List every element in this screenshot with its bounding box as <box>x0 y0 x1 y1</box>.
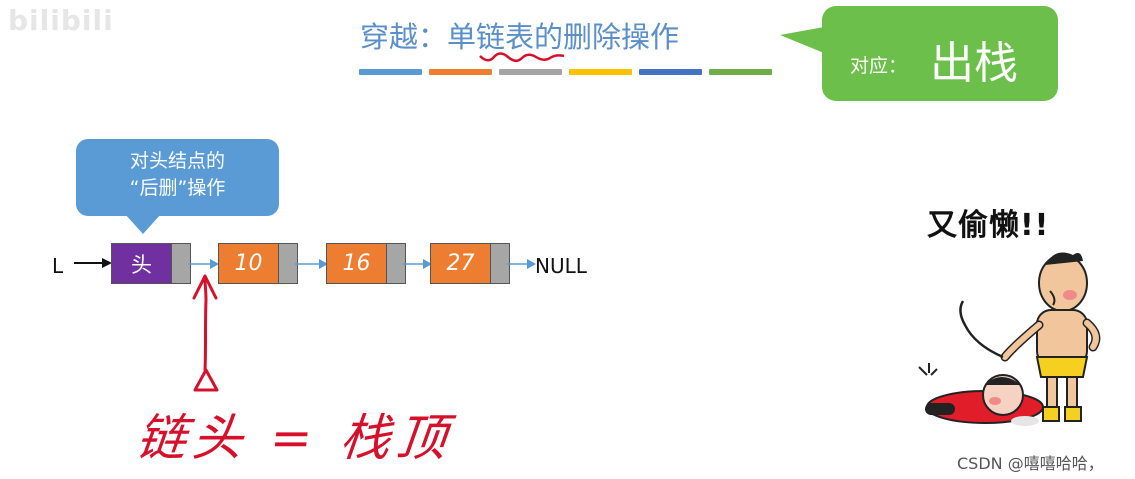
node-value: 10 <box>219 244 278 283</box>
callout-right-value: 出栈 <box>930 38 1018 89</box>
handwritten-annotation: 链头 = 栈顶 <box>133 409 456 467</box>
head-node-label: 头 <box>112 244 171 283</box>
color-bar <box>499 69 562 75</box>
color-bar <box>709 69 772 75</box>
link-arrow-icon <box>295 259 328 269</box>
color-bar <box>569 69 632 75</box>
red-squiggle-underline <box>479 52 565 62</box>
blue-callout-tail <box>125 214 161 234</box>
node-pointer-field <box>386 244 405 283</box>
color-bar-strip <box>359 69 772 75</box>
list-pointer-label: L <box>52 254 64 278</box>
link-arrow-icon <box>188 259 219 269</box>
credit-text: CSDN @嘻嘻哈哈， <box>957 454 1104 473</box>
callout-left-line1: 对头结点的 <box>129 150 225 172</box>
meme-caption: 又偷懒!! <box>927 208 1050 243</box>
link-arrow-icon <box>403 259 432 269</box>
blue-callout: 对头结点的 “后删”操作 <box>76 139 279 216</box>
green-callout: 对应： 出栈 <box>822 6 1058 101</box>
callout-right-label: 对应： <box>850 55 908 77</box>
red-handdrawn-arrow <box>192 274 219 392</box>
link-arrow-icon <box>507 259 536 269</box>
color-bar <box>639 69 702 75</box>
page-title: 穿越：单链表的删除操作 <box>360 14 679 56</box>
head-node: 头 <box>111 243 191 284</box>
node-pointer-field <box>278 244 297 283</box>
cartoon-characters-illustration <box>918 252 1101 426</box>
green-callout-tail <box>780 27 824 53</box>
node-value: 16 <box>327 244 386 283</box>
title-highlight: 单链表 <box>447 20 535 54</box>
color-bar <box>359 69 422 75</box>
null-label: NULL <box>535 254 587 278</box>
node-pointer-field <box>171 244 190 283</box>
title-suffix: 的删除操作 <box>534 20 680 54</box>
watermark-logo: bilibili <box>8 4 114 37</box>
node-pointer-field <box>490 244 509 283</box>
pointer-arrow-icon <box>74 258 112 268</box>
color-bar <box>429 69 492 75</box>
node-value: 27 <box>431 244 490 283</box>
callout-left-line2: “后删”操作 <box>129 177 226 199</box>
list-node: 27 <box>430 243 510 284</box>
title-prefix: 穿越： <box>360 20 448 54</box>
list-node: 10 <box>218 243 298 284</box>
list-node: 16 <box>326 243 406 284</box>
